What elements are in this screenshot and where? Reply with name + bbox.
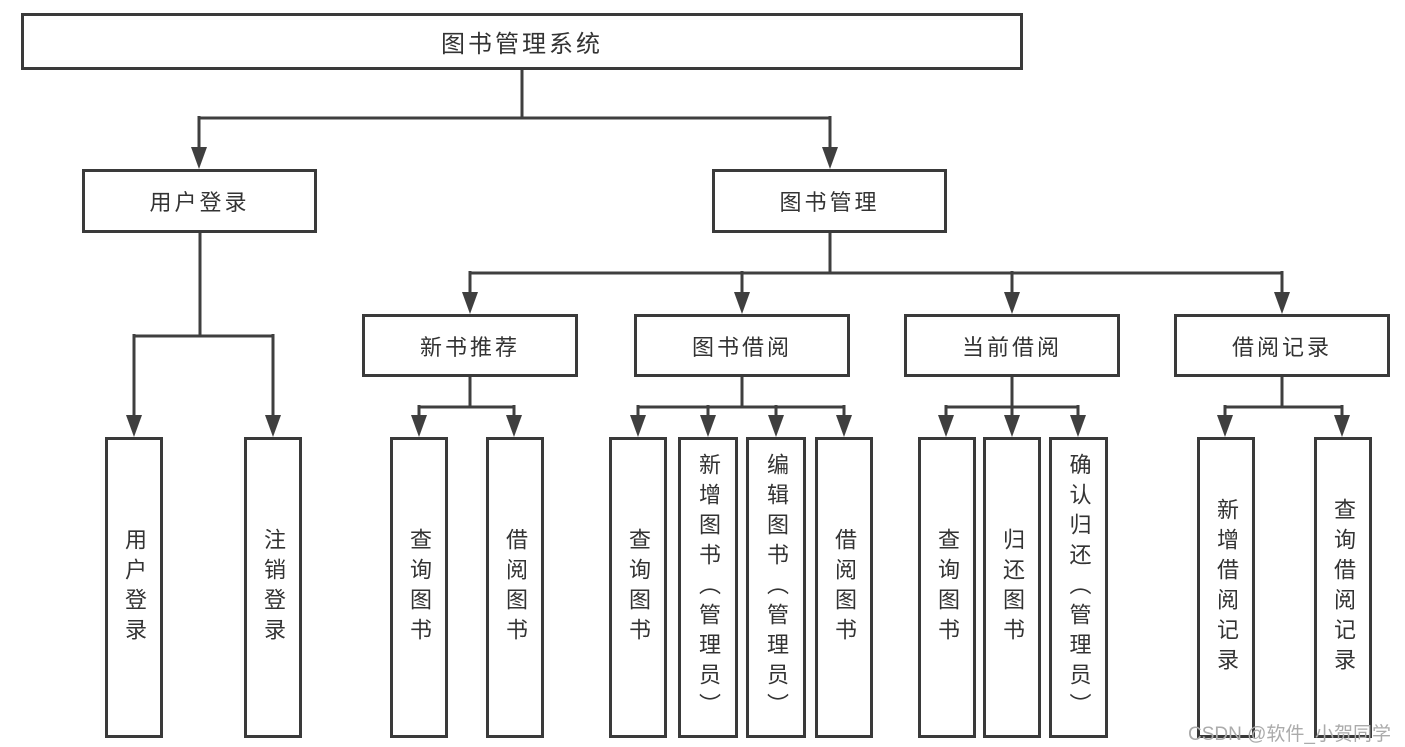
node-label: 新书推荐 bbox=[419, 334, 520, 360]
arrow-down-icon bbox=[630, 415, 646, 437]
connector-book-management-children bbox=[468, 233, 1284, 297]
node-label: 新增借阅记录 bbox=[1214, 497, 1239, 678]
leaf-node-user-login-action: 用户登录 bbox=[105, 437, 163, 738]
leaf-node-add-books-admin: 新增图书（管理员） bbox=[678, 437, 738, 738]
arrow-down-icon bbox=[768, 415, 784, 437]
arrow-down-icon bbox=[462, 292, 478, 314]
node-label: 新增图书（管理员） bbox=[696, 452, 721, 723]
connector-user-login-children bbox=[132, 233, 275, 420]
leaf-node-confirm-return-admin: 确认归还（管理员） bbox=[1049, 437, 1108, 738]
leaf-node-query-books-borrowing: 查询图书 bbox=[609, 437, 667, 738]
node-book-borrowing: 图书借阅 bbox=[634, 314, 850, 377]
node-label: 用户登录 bbox=[122, 527, 147, 648]
leaf-node-query-books-recommend: 查询图书 bbox=[390, 437, 448, 738]
leaf-node-borrow-books-recommend: 借阅图书 bbox=[486, 437, 544, 738]
leaf-node-query-borrow-record: 查询借阅记录 bbox=[1314, 437, 1372, 738]
node-label: 查询借阅记录 bbox=[1331, 497, 1356, 678]
connector-root-to-level2 bbox=[197, 70, 832, 152]
arrow-down-icon bbox=[126, 415, 142, 437]
node-label: 当前借阅 bbox=[961, 334, 1062, 360]
node-label: 注销登录 bbox=[261, 527, 286, 648]
node-label: 图书借阅 bbox=[691, 334, 792, 360]
node-new-book-recommendation: 新书推荐 bbox=[362, 314, 578, 377]
arrow-down-icon bbox=[191, 147, 207, 169]
node-label: 归还图书 bbox=[1000, 527, 1025, 648]
node-book-management: 图书管理 bbox=[712, 169, 947, 233]
leaf-node-return-books: 归还图书 bbox=[983, 437, 1041, 738]
node-label: 确认归还（管理员） bbox=[1066, 452, 1092, 723]
node-label: 查询图书 bbox=[935, 527, 960, 648]
arrow-down-icon bbox=[1070, 415, 1086, 437]
arrow-down-icon bbox=[1004, 415, 1020, 437]
leaf-node-borrow-books: 借阅图书 bbox=[815, 437, 873, 738]
connector-current-borrowing-children bbox=[944, 377, 1080, 420]
csdn-watermark: CSDN @软件_小贺同学 bbox=[1188, 724, 1391, 745]
node-label: 用户登录 bbox=[149, 190, 250, 215]
node-label: 查询图书 bbox=[626, 527, 651, 648]
leaf-node-edit-books-admin: 编辑图书（管理员） bbox=[746, 437, 806, 738]
node-label: 图书管理 bbox=[779, 190, 880, 215]
arrow-down-icon bbox=[1004, 292, 1020, 314]
leaf-node-query-books-current: 查询图书 bbox=[918, 437, 976, 738]
arrow-down-icon bbox=[265, 415, 281, 437]
connector-new-book-recommendation-children bbox=[417, 377, 516, 420]
leaf-node-logout: 注销登录 bbox=[244, 437, 302, 738]
node-label: 借阅记录 bbox=[1231, 334, 1332, 360]
node-label: 查询图书 bbox=[407, 527, 432, 648]
node-borrowing-records: 借阅记录 bbox=[1174, 314, 1390, 377]
node-label: 编辑图书（管理员） bbox=[764, 452, 789, 723]
arrow-down-icon bbox=[1334, 415, 1350, 437]
arrow-down-icon bbox=[938, 415, 954, 437]
arrow-down-icon bbox=[506, 415, 522, 437]
arrow-down-icon bbox=[1274, 292, 1290, 314]
connector-book-borrowing-children bbox=[636, 377, 846, 420]
node-current-borrowing: 当前借阅 bbox=[904, 314, 1120, 377]
node-root-library-management-system: 图书管理系统 bbox=[21, 13, 1023, 70]
connector-borrowing-records-children bbox=[1223, 377, 1344, 420]
arrow-down-icon bbox=[734, 292, 750, 314]
arrow-down-icon bbox=[700, 415, 716, 437]
arrow-down-icon bbox=[411, 415, 427, 437]
node-user-login: 用户登录 bbox=[82, 169, 317, 233]
leaf-node-add-borrow-record: 新增借阅记录 bbox=[1197, 437, 1255, 738]
arrowheads bbox=[126, 147, 1350, 437]
arrow-down-icon bbox=[822, 147, 838, 169]
node-label: 借阅图书 bbox=[503, 527, 528, 648]
arrow-down-icon bbox=[1217, 415, 1233, 437]
arrow-down-icon bbox=[836, 415, 852, 437]
node-label: 图书管理系统 bbox=[441, 31, 603, 58]
node-label: 借阅图书 bbox=[832, 527, 857, 648]
